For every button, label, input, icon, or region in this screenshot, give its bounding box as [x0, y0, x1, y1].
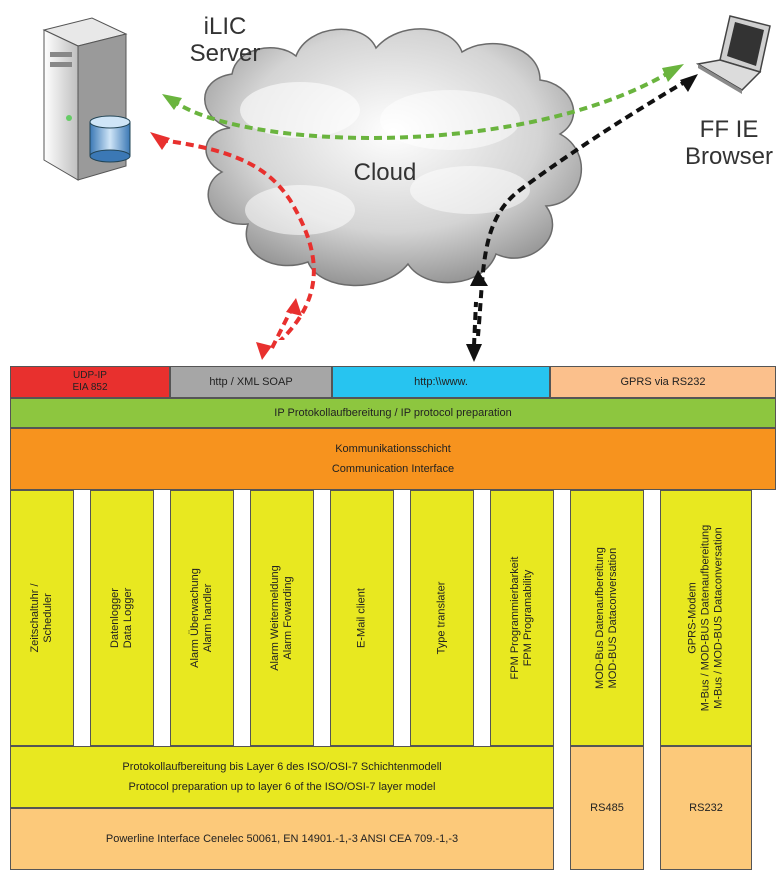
- cloud-icon: [204, 28, 583, 287]
- rs232-cell: RS232: [660, 746, 752, 870]
- rs485-cell: RS485: [570, 746, 644, 870]
- ip-protocol-row: IP Protokollaufbereitung / IP protocol p…: [10, 398, 776, 428]
- server-icon: [42, 17, 131, 181]
- server-label: iLIC Server: [189, 13, 261, 67]
- red-connection-arrow: [159, 138, 316, 340]
- http-www-cell: http:\\www.: [332, 366, 550, 398]
- module-type-translater: Type translater: [410, 490, 474, 746]
- http-soap-cell: http / XML SOAP: [170, 366, 332, 398]
- gprs-cell: GPRS via RS232: [550, 366, 776, 398]
- database-icon: [89, 115, 131, 163]
- module-scheduler: Zeitschaltuhr /Scheduler: [10, 490, 74, 746]
- black-connection-arrow: [476, 78, 690, 337]
- powerline-row: Powerline Interface Cenelec 50061, EN 14…: [10, 808, 554, 870]
- cloud-label: Cloud: [353, 159, 417, 186]
- browser-label: FF IE Browser: [684, 116, 774, 170]
- module-email-client: E-Mail client: [330, 490, 394, 746]
- stack-arrows: [256, 298, 482, 362]
- green-connection-arrow: [170, 70, 672, 140]
- protocol-layer-row: Protokollaufbereitung bis Layer 6 des IS…: [10, 746, 554, 808]
- network-graphic: [42, 15, 771, 340]
- laptop-icon: [695, 15, 771, 94]
